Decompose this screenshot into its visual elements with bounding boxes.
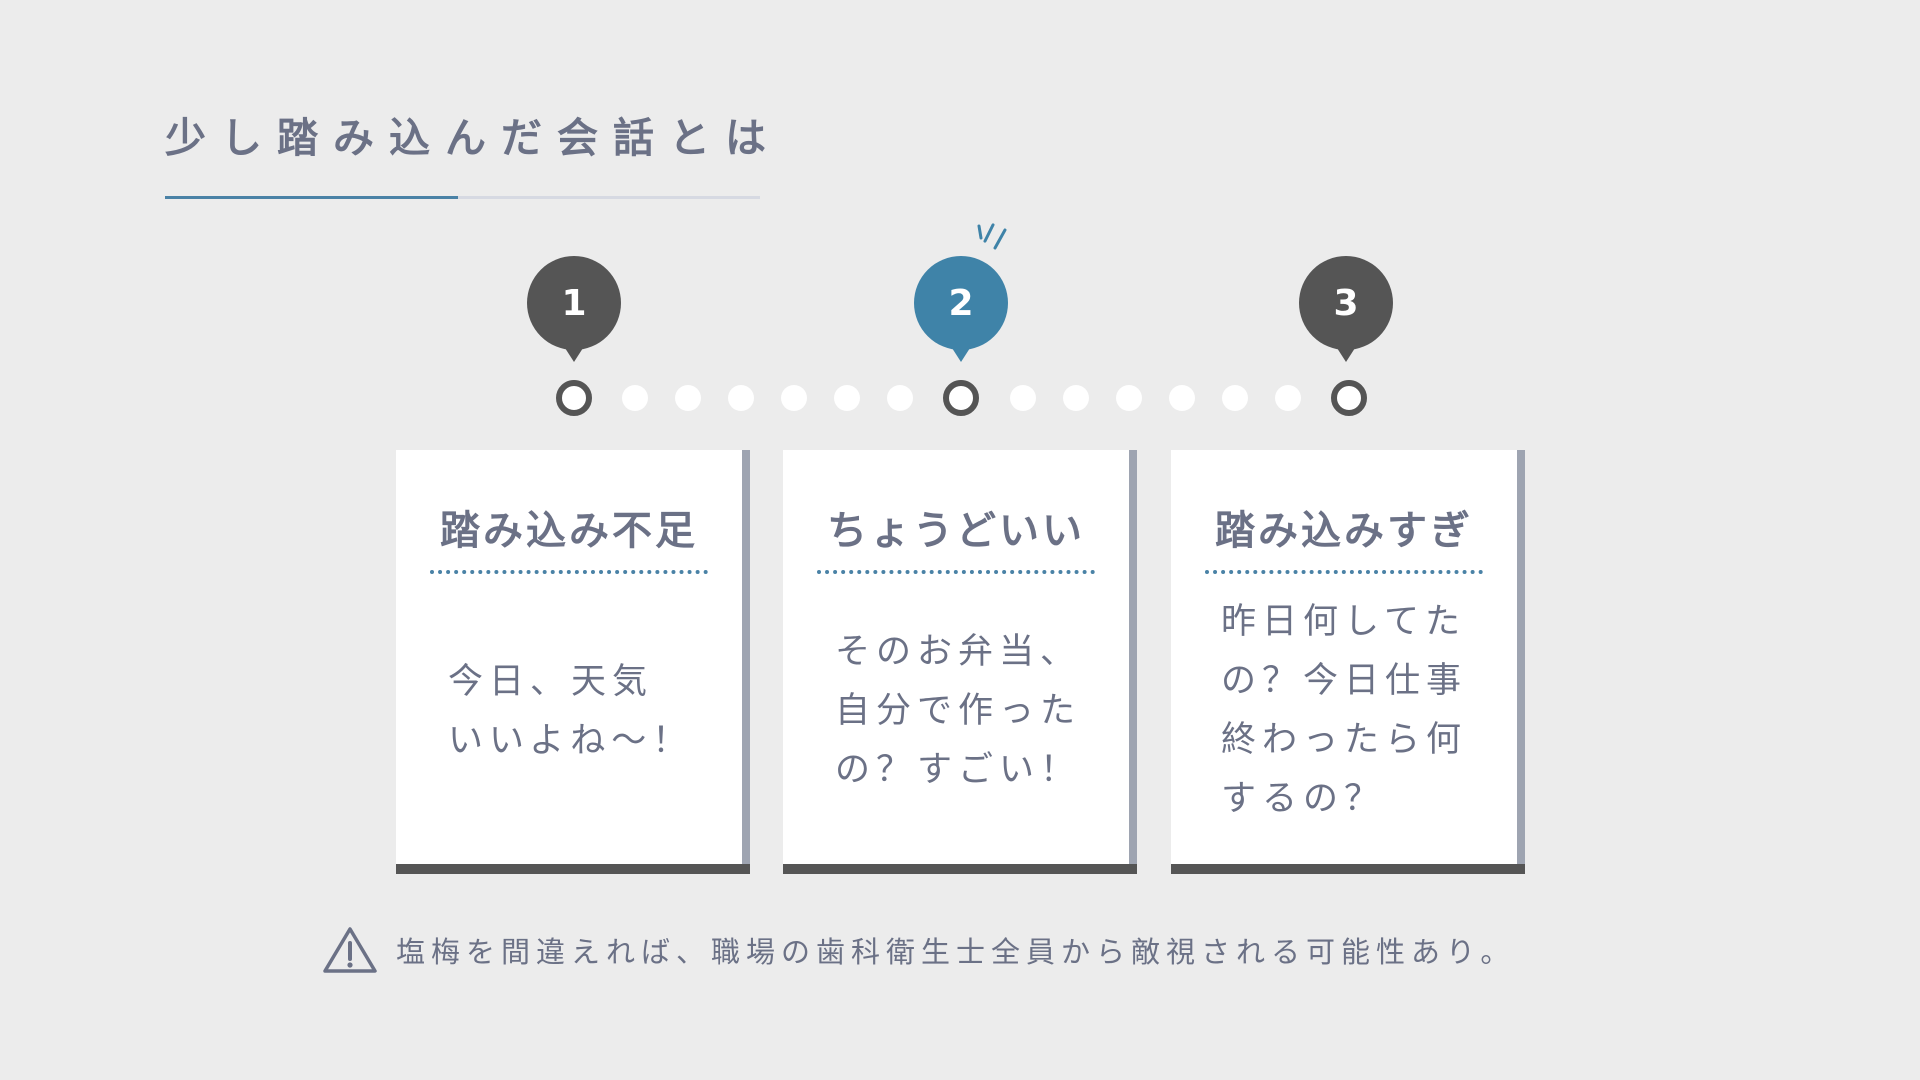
step-1-line: いいよね～！ xyxy=(448,721,694,761)
step-2-line: 自分で作った xyxy=(835,691,1082,731)
timeline-dot xyxy=(887,385,913,411)
step-2-line: そのお弁当、 xyxy=(835,632,1082,672)
step-1-line: 今日、天気 xyxy=(448,662,654,702)
step-3-line: 終わったら何 xyxy=(1221,720,1468,760)
card-divider xyxy=(817,570,1095,574)
timeline-dot xyxy=(834,385,860,411)
warning-note: 塩梅を間違えれば、職場の歯科衛生士全員から敵視される可能性あり。 xyxy=(322,922,1515,978)
step-3-marker: 3 xyxy=(1299,256,1393,362)
step-2-card: ちょうどいい そのお弁当、 自分で作った の？すごい！ xyxy=(783,450,1137,874)
step-1-heading: 踏み込み不足 xyxy=(440,508,698,554)
timeline-node-3 xyxy=(1331,380,1367,416)
step-3-line: 昨日何してた xyxy=(1221,602,1466,642)
step-3-number: 3 xyxy=(1333,282,1359,324)
timeline-node-1 xyxy=(556,380,592,416)
timeline-node-2 xyxy=(943,380,979,416)
timeline-dot xyxy=(1222,385,1248,411)
warning-icon xyxy=(323,927,377,973)
timeline-dot xyxy=(1063,385,1089,411)
timeline-dot xyxy=(1116,385,1142,411)
step-2-number: 2 xyxy=(948,282,974,324)
step-2-heading: ちょうどいい xyxy=(827,508,1085,554)
step-3-body: 昨日何してた の？今日仕事 終わったら何 するの？ xyxy=(1221,593,1497,829)
card-divider xyxy=(1205,570,1483,574)
page-title: 少し踏み込んだ会話とは xyxy=(165,114,781,162)
timeline-dot xyxy=(675,385,701,411)
timeline-dot xyxy=(1169,385,1195,411)
step-3-card: 踏み込みすぎ 昨日何してた の？今日仕事 終わったら何 するの？ xyxy=(1171,450,1525,874)
step-2-line: の？すごい！ xyxy=(835,750,1082,790)
step-2-body: そのお弁当、 自分で作った の？すごい！ xyxy=(835,623,1109,800)
step-2-marker: 2 xyxy=(914,256,1008,362)
step-3-heading: 踏み込みすぎ xyxy=(1215,508,1473,554)
title-underline-accent xyxy=(165,196,458,199)
timeline-dot xyxy=(1010,385,1036,411)
step-3-line: するの？ xyxy=(1221,779,1386,819)
card-divider xyxy=(430,570,708,574)
title-underline xyxy=(165,196,760,199)
step-1-marker: 1 xyxy=(527,256,621,362)
step-3-line: の？今日仕事 xyxy=(1221,661,1468,701)
step-1-body: 今日、天気 いいよね～！ xyxy=(448,653,722,771)
step-1-number: 1 xyxy=(561,282,587,324)
warning-text: 塩梅を間違えれば、職場の歯科衛生士全員から敵視される可能性あり。 xyxy=(396,935,1516,969)
timeline-dot xyxy=(622,385,648,411)
timeline-dot xyxy=(781,385,807,411)
timeline-dot xyxy=(728,385,754,411)
step-1-card: 踏み込み不足 今日、天気 いいよね～！ xyxy=(396,450,750,874)
sparkle-icon xyxy=(977,223,1007,250)
timeline-dot xyxy=(1275,385,1301,411)
